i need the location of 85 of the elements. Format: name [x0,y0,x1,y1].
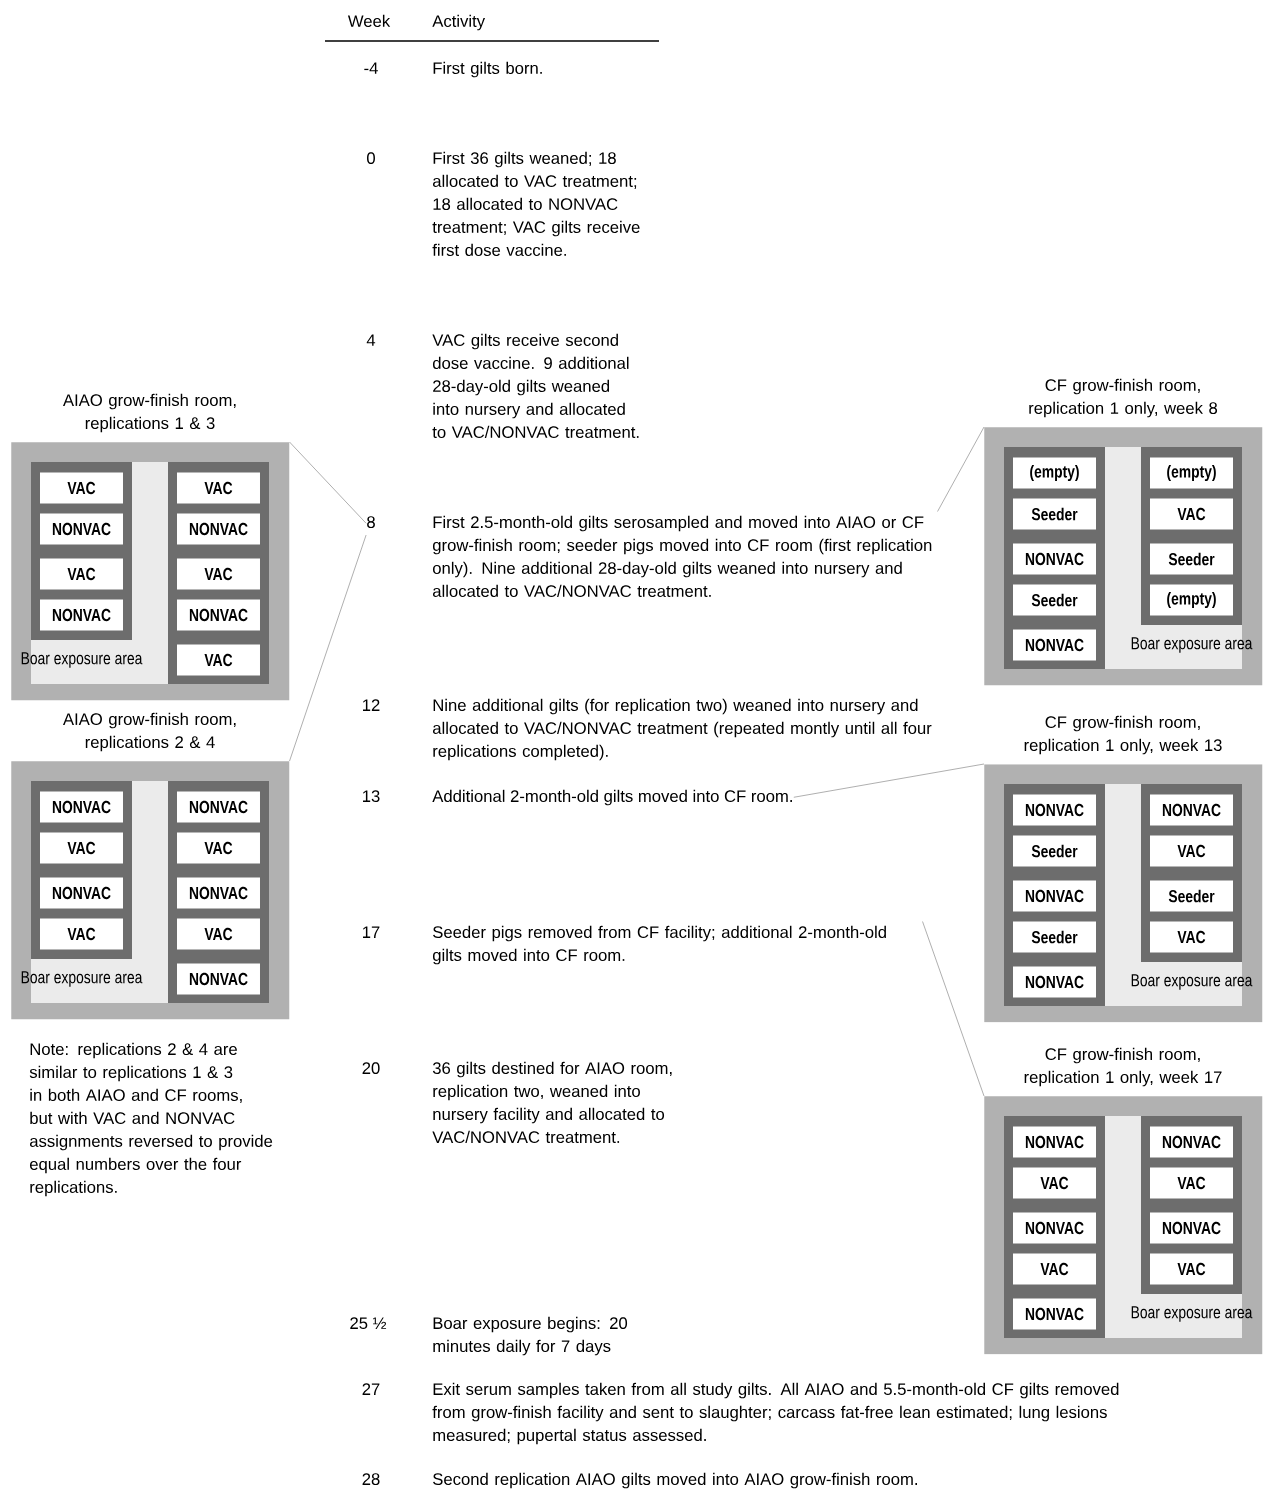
room-heading: CF grow-finish room, replication 1 only, week 13 [1024,715,1222,755]
activity-text: First gilts born. [433,61,542,78]
room-heading: CF grow-finish room, replication 1 only, week 17 [1024,1047,1222,1087]
pen-box: VAC [1150,1253,1233,1285]
pen-box: VAC [40,832,123,864]
leader-line [289,441,367,524]
leader-line [922,921,985,1097]
pen-box: VAC [40,472,123,504]
pen-box: (empty) [1150,584,1233,616]
pen-box: NONVAC [1150,1126,1233,1158]
room-heading: CF grow-finish room, replication 1 only, week 8 [1029,378,1218,418]
pen-box: NONVAC [40,877,123,909]
area-label: Boar exposure area [21,652,143,668]
pen-box: NONVAC [1150,794,1233,826]
area-label: Boar exposure area [1131,1306,1253,1322]
pen-box: VAC [40,918,123,950]
pen-box: (empty) [1150,457,1233,489]
pen-box: VAC [177,644,260,676]
pen-box: VAC [177,918,260,950]
pen-box: NONVAC [1013,1298,1096,1330]
pen-box: NONVAC [1013,1212,1096,1244]
pen-box: Seeder [1013,835,1096,867]
week-number: 8 [367,516,375,529]
area-label: Boar exposure area [1131,974,1253,990]
week-number: 12 [363,699,380,711]
pen-box: VAC [1013,1253,1096,1285]
pen-box: VAC [1150,498,1233,530]
pen-box: VAC [177,558,260,590]
pen-box: NONVAC [1013,1126,1096,1158]
pen-box: (empty) [1013,457,1096,489]
room-heading: AIAO grow-finish room, replications 2 & 4 [63,712,236,752]
week-number: -4 [364,62,378,74]
pen-box: NONVAC [1013,543,1096,575]
week-number: 0 [367,152,375,165]
activity-text: Exit serum samples taken from all study gilts. All AIAO and 5.5-month-old CF gilts removed from grow-finish facility and sent to slaughter; carcass fat-free lean estimated; lung lesions measured; pupertal status assessed. [432,1382,1119,1445]
pen-box: NONVAC [177,963,260,995]
pen-box: NONVAC [177,513,260,545]
pen-box: NONVAC [177,877,260,909]
pen-box: NONVAC [177,599,260,631]
pen-box: Seeder [1013,921,1096,953]
week-number: 13 [363,790,380,803]
leader-line [937,426,985,512]
week-number: 20 [362,1062,380,1075]
note-text: Note: replications 2 & 4 are similar to replications 1 & 3 in both AIAO and CF rooms, but with VAC and NONVAC assignments reversed to provide equal numbers over the four replications. [29,1042,273,1197]
activity-text: Additional 2-month-old gilts moved into CF room. [432,789,792,806]
pen-box: Seeder [1013,498,1096,530]
week-number: 25 ½ [350,1317,387,1330]
week-number: 27 [362,1383,380,1395]
pen-box: NONVAC [1013,880,1096,912]
pen-box: VAC [1150,921,1233,953]
week-number: 17 [363,926,380,938]
week-number: 28 [362,1473,380,1486]
pen-box: NONVAC [1013,966,1096,998]
column-header: Activity [432,14,485,31]
room-heading: AIAO grow-finish room, replications 1 & 3 [63,393,236,433]
pen-box: NONVAC [40,791,123,823]
leader-line [289,534,367,762]
pen-box: NONVAC [1013,794,1096,826]
activity-text: Boar exposure begins: 20 minutes daily for 7 days [433,1316,628,1356]
activity-text: 36 gilts destined for AIAO room, replication two, weaned into nursery facility and allocated to VAC/NONVAC treatment. [432,1061,672,1144]
pen-box: NONVAC [40,513,123,545]
pen-box: NONVAC [177,791,260,823]
activity-text: First 36 gilts weaned; 18 allocated to VAC treatment; 18 allocated to NONVAC treatment; VAC gilts receive first dose vaccine. [432,151,640,257]
pen-box: Seeder [1150,543,1233,575]
activity-text: Nine additional gilts (for replication two) weaned into nursery and allocated to VAC/NONVAC treatment (repeated montly until all four replications completed). [433,698,932,761]
area-label: Boar exposure area [1131,637,1253,653]
activity-text: VAC gilts receive second dose vaccine. 9 additional 28-day-old gilts weaned into nursery and allocated to VAC/NONVAC treatment. [432,333,639,439]
pen-box: NONVAC [1013,629,1096,661]
activity-text: First 2.5-month-old gilts serosampled and moved into AIAO or CF grow-finish room; seeder pigs moved into CF room (first replication only). Nine additional 28-day-old gilts weaned into nursery and allocated to VAC/NONVAC treatment. [432,515,932,598]
leader-line [793,763,985,798]
activity-text: Second replication AIAO gilts moved into AIAO grow-finish room. [433,1472,917,1489]
pen-box: VAC [40,558,123,590]
pen-box: Seeder [1150,880,1233,912]
pen-box: NONVAC [1150,1212,1233,1244]
pen-box: Seeder [1013,584,1096,616]
column-header: Week [347,14,391,28]
pen-box: VAC [1013,1167,1096,1199]
pen-box: VAC [177,472,260,504]
pen-box: VAC [1150,835,1233,867]
activity-text: Seeder pigs removed from CF facility; additional 2-month-old gilts moved into CF room. [432,925,886,965]
pen-box: VAC [1150,1167,1233,1199]
pen-box: VAC [177,832,260,864]
pen-box: NONVAC [40,599,123,631]
week-number: 4 [366,334,376,346]
area-label: Boar exposure area [21,971,143,987]
